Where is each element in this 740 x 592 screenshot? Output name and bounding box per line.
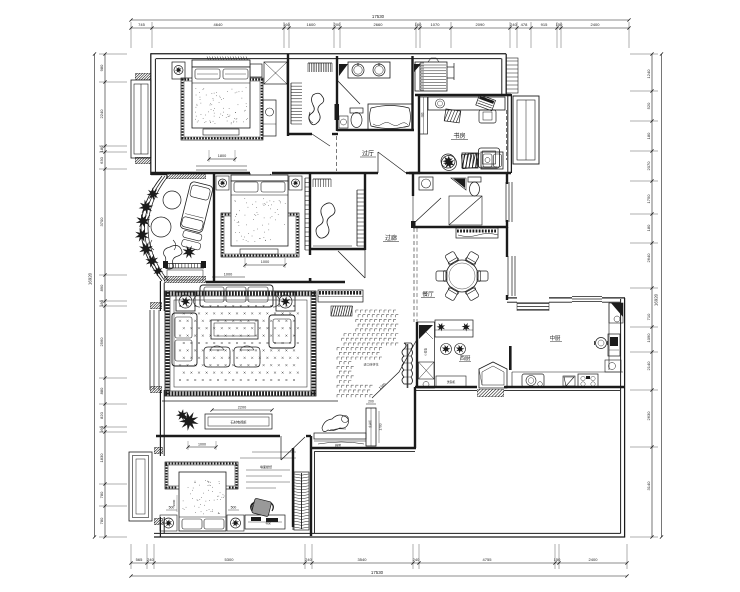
svg-text:630: 630 (99, 156, 104, 163)
svg-text:180: 180 (99, 299, 104, 306)
svg-text:1750: 1750 (646, 194, 651, 204)
svg-text:1000: 1000 (198, 443, 206, 447)
svg-text:180: 180 (646, 224, 651, 231)
svg-text:200: 200 (334, 22, 341, 27)
svg-text:墙面壁纸: 墙面壁纸 (260, 464, 272, 469)
svg-text:915: 915 (541, 22, 548, 27)
svg-text:2090: 2090 (476, 22, 486, 27)
svg-text:1240: 1240 (646, 69, 651, 79)
svg-text:玄关柜: 玄关柜 (368, 420, 372, 428)
svg-text:17530: 17530 (371, 570, 384, 575)
svg-text:1800: 1800 (218, 154, 226, 158)
svg-text:进口砖拼花: 进口砖拼花 (363, 362, 378, 367)
svg-text:2660: 2660 (374, 22, 384, 27)
svg-text:书桌: 书桌 (265, 521, 271, 525)
svg-text:780: 780 (99, 491, 104, 498)
svg-text:16920: 16920 (654, 293, 659, 306)
svg-text:160: 160 (415, 22, 422, 27)
svg-text:16920: 16920 (88, 272, 93, 285)
svg-text:1090: 1090 (646, 333, 651, 343)
svg-text:2400: 2400 (591, 22, 601, 27)
svg-text:小家电: 小家电 (424, 348, 428, 356)
svg-text:2240: 2240 (99, 109, 104, 119)
svg-text:150: 150 (556, 22, 563, 27)
svg-text:520: 520 (646, 102, 651, 109)
svg-text:3540: 3540 (358, 557, 368, 562)
svg-text:240: 240 (147, 557, 154, 562)
svg-text:4640: 4640 (214, 22, 224, 27)
svg-text:1000: 1000 (261, 260, 269, 264)
svg-text:2630: 2630 (646, 411, 651, 421)
svg-text:石材电视柜: 石材电视柜 (231, 420, 248, 425)
svg-text:5300: 5300 (225, 557, 235, 562)
svg-text:780: 780 (99, 517, 104, 524)
svg-text:200: 200 (368, 400, 374, 404)
svg-text:书房: 书房 (453, 132, 465, 140)
svg-text:1070: 1070 (431, 22, 441, 27)
svg-text:1300: 1300 (378, 382, 387, 390)
svg-text:1700: 1700 (379, 423, 383, 430)
svg-text:4755: 4755 (483, 557, 493, 562)
svg-text:3140: 3140 (646, 481, 651, 491)
svg-text:240: 240 (305, 557, 312, 562)
svg-text:820: 820 (99, 411, 104, 418)
svg-text:2560: 2560 (99, 337, 104, 347)
svg-text:565: 565 (136, 557, 143, 562)
svg-text:3700: 3700 (99, 217, 104, 227)
svg-text:餐厅: 餐厅 (422, 290, 434, 298)
svg-text:710: 710 (646, 313, 651, 320)
svg-text:180: 180 (646, 132, 651, 139)
svg-text:240: 240 (510, 22, 517, 27)
svg-text:1600: 1600 (307, 22, 317, 27)
svg-text:890: 890 (99, 284, 104, 291)
svg-text:2140: 2140 (646, 361, 651, 371)
svg-text:过廊: 过廊 (385, 234, 397, 242)
svg-text:书柜: 书柜 (421, 112, 425, 118)
svg-text:150: 150 (554, 557, 561, 562)
svg-text:17530: 17530 (372, 14, 385, 19)
svg-text:2070: 2070 (646, 161, 651, 171)
svg-text:2400: 2400 (589, 557, 599, 562)
svg-text:478: 478 (521, 22, 528, 27)
svg-text:中厨: 中厨 (550, 334, 561, 342)
svg-text:880: 880 (99, 387, 104, 394)
svg-text:2000: 2000 (172, 499, 176, 506)
svg-text:240: 240 (413, 557, 420, 562)
svg-text:500: 500 (169, 506, 175, 510)
svg-text:980: 980 (99, 64, 104, 71)
svg-text:160: 160 (283, 22, 290, 27)
svg-text:1000: 1000 (224, 273, 232, 277)
svg-text:1830: 1830 (99, 453, 104, 463)
svg-text:745: 745 (138, 22, 145, 27)
svg-text:180: 180 (99, 145, 104, 152)
svg-text:500: 500 (231, 506, 237, 510)
svg-text:160: 160 (99, 425, 104, 432)
svg-text:过厅: 过厅 (362, 150, 374, 158)
svg-text:鞋凳: 鞋凳 (335, 443, 341, 448)
svg-text:西厨: 西厨 (460, 355, 471, 362)
svg-text:2640: 2640 (646, 253, 651, 263)
svg-text:洗碗机: 洗碗机 (447, 380, 456, 384)
svg-text:2200: 2200 (238, 406, 246, 410)
